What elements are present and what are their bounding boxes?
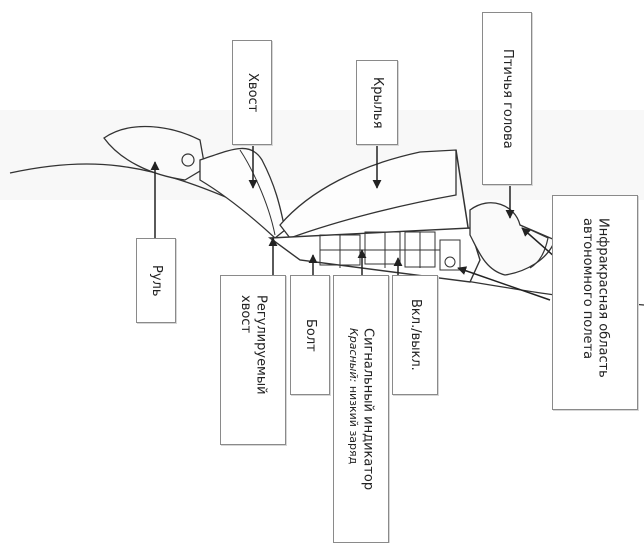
label-adjustable-tail: Регулируемый хвост — [238, 295, 269, 395]
label-signal-indicator-group: Сигнальный индикатор Красный: низкий зар… — [347, 328, 376, 490]
label-bolt-box: Болт — [290, 275, 330, 395]
tail-shape — [199, 147, 286, 239]
label-bird-head: Птичья голова — [499, 48, 515, 149]
label-rudder-box: Руль — [136, 238, 176, 323]
wing-spar — [455, 149, 471, 241]
wing-shape — [279, 149, 457, 239]
label-power-switch-box: Вкл./выкл. — [392, 275, 438, 395]
label-power-switch: Вкл./выкл. — [407, 299, 423, 371]
label-wings: Крылья — [369, 76, 385, 129]
rudder-gear — [181, 153, 195, 167]
label-signal-indicator-note-italic: Красный: — [346, 327, 360, 383]
arrow-ir-zone-2 — [457, 266, 551, 301]
label-signal-indicator: Сигнальный индикатор — [360, 327, 376, 491]
label-bolt: Болт — [302, 318, 318, 352]
bird-head-shape — [469, 202, 556, 276]
rudder-shape — [103, 125, 206, 181]
bird-beak — [519, 224, 549, 269]
background-smudge — [0, 110, 644, 200]
label-adjustable-tail-box: Регулируемый хвост — [220, 275, 286, 445]
label-ir-zone: Инфракрасная область автономного полета — [580, 217, 611, 378]
label-signal-indicator-note: низкий заряд — [346, 385, 360, 465]
fuselage-shape — [267, 227, 481, 283]
tail-rod — [239, 149, 276, 236]
label-tail-box: Хвост — [232, 40, 272, 145]
label-signal-indicator-note-line: Красный: низкий заряд — [347, 328, 360, 490]
label-bird-head-box: Птичья голова — [482, 12, 532, 185]
label-wings-box: Крылья — [356, 60, 398, 145]
label-signal-indicator-box: Сигнальный индикатор Красный: низкий зар… — [333, 275, 389, 543]
label-rudder: Руль — [148, 264, 164, 297]
label-ir-zone-box: Инфракрасная область автономного полета — [552, 195, 638, 410]
label-tail: Хвост — [244, 72, 260, 113]
